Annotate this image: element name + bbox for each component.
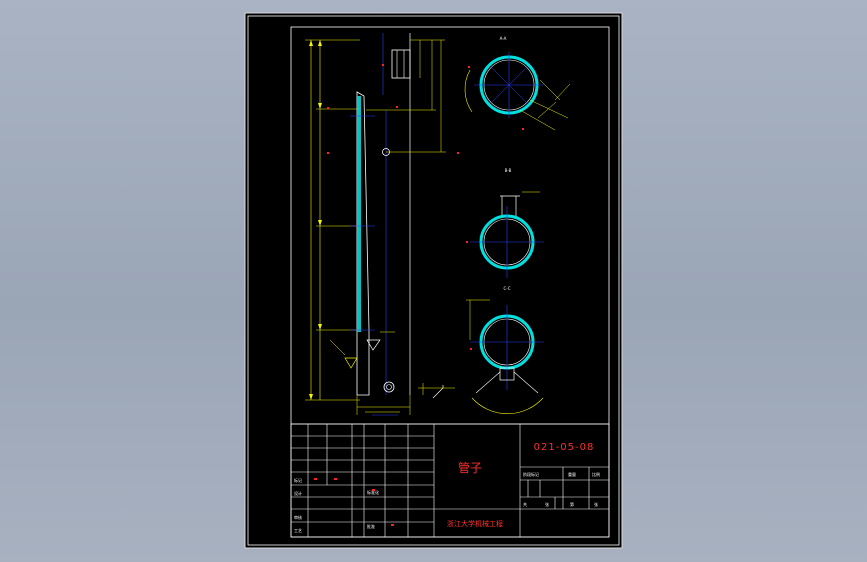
dimension-arrows — [309, 40, 322, 400]
label-nth: 第 — [570, 501, 574, 507]
label-design: 设计 — [294, 490, 302, 496]
leg-edge — [513, 371, 539, 394]
centerline-diag — [490, 66, 528, 104]
drawing-number: 021-05-08 — [534, 442, 595, 453]
section-view-bottom[interactable]: C-C — [466, 286, 544, 414]
label-standardization: 标准化 — [367, 489, 379, 495]
label-mark: 标记 — [294, 477, 302, 483]
main-view[interactable] — [305, 33, 459, 416]
company-name: 浙江大学机械工程 — [447, 519, 503, 528]
diagonal-dimension — [539, 79, 561, 101]
top-fitting — [391, 49, 411, 79]
diagonal-dimension — [537, 101, 557, 119]
tube-wall-hatch — [357, 96, 361, 332]
leader-line — [329, 339, 346, 356]
weld-symbol-lower — [344, 357, 358, 369]
leg-edge — [475, 371, 501, 394]
section-markers — [327, 64, 459, 154]
label-stage-mark: 阶段标记 — [523, 471, 539, 477]
sheet-inner-frame — [247, 15, 620, 546]
label-sheet-b: 张 — [594, 501, 598, 507]
side-hole-inner — [386, 384, 392, 390]
diagonal-dimension — [529, 99, 569, 119]
section-view-middle[interactable]: B-B — [466, 168, 544, 278]
section-view-top[interactable]: A-A — [464, 36, 571, 131]
side-hole-lower — [383, 381, 395, 393]
weld-symbol-upper — [366, 339, 381, 351]
label-approve: 批准 — [367, 523, 375, 529]
label-weight: 重量 — [568, 471, 576, 477]
angle-dimension — [471, 397, 544, 414]
label-review: 审核 — [294, 514, 302, 520]
marker — [468, 66, 470, 68]
title-block-markers — [314, 478, 394, 526]
tube-body-outline — [356, 91, 370, 396]
label-scale: 比例 — [592, 471, 600, 477]
title-block[interactable] — [290, 423, 610, 538]
title-block-frame — [290, 423, 610, 538]
label-total: 共 — [523, 501, 527, 507]
marker — [522, 128, 524, 130]
part-name: 管子 — [458, 460, 482, 475]
marker — [466, 241, 468, 243]
section-mid-label: B-B — [505, 168, 512, 173]
section-top-label: A-A — [500, 36, 507, 41]
diagonal-dimension — [519, 109, 556, 131]
drawing-sheet — [244, 12, 623, 549]
bottom-leg — [499, 367, 515, 381]
label-sheet-a: 张 — [545, 501, 549, 507]
label-process: 工艺 — [294, 528, 302, 533]
side-hole-upper — [382, 148, 390, 156]
diagonal-dimension — [554, 83, 571, 101]
angle-dimension — [464, 69, 473, 113]
marker — [470, 348, 472, 350]
section-bottom-label: C-C — [503, 286, 510, 291]
